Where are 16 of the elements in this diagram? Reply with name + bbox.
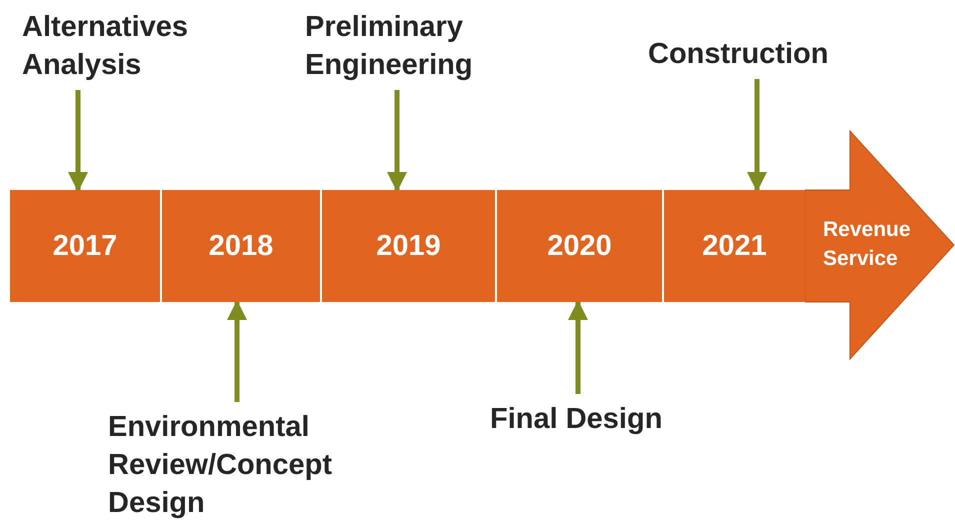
arrow [68,90,88,192]
year-segment: 2020 [497,190,662,302]
phase-label: Final Design [490,400,720,438]
arrow [387,90,407,192]
year-segment: 2021 [664,190,805,302]
arrow [568,300,588,394]
milestone-label: Revenue Service [823,217,912,272]
year-segment: 2019 [322,190,495,302]
year-segment: 2018 [162,190,320,302]
phase-label: Environmental Review/Concept Design [108,408,388,522]
arrow [227,300,247,402]
year-segment: 2017 [10,190,160,302]
phase-label: Construction [648,35,878,73]
arrow [747,79,767,192]
phase-label: Alternatives Analysis [22,8,242,84]
phase-label: Preliminary Engineering [305,8,535,84]
